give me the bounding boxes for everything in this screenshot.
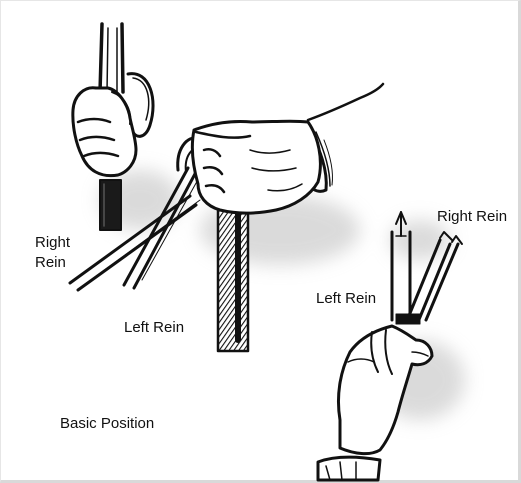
label-right-rein-upper-left: Right Rein	[35, 233, 95, 273]
label-right-rein-upper-right: Right Rein	[437, 207, 507, 227]
label-left-rein-center: Left Rein	[124, 318, 184, 338]
label-left-rein-lower-right: Left Rein	[316, 289, 376, 309]
caption-basic-position: Basic Position	[60, 414, 154, 434]
